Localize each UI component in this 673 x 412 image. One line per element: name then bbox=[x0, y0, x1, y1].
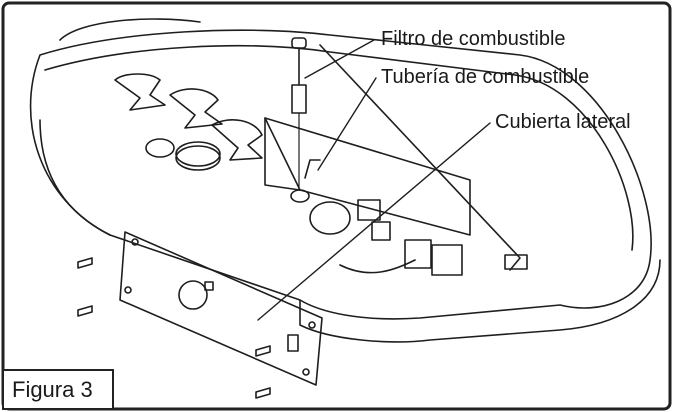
panel-screw-hole-3 bbox=[308, 321, 316, 329]
screw-icon-4 bbox=[255, 387, 271, 399]
motor bbox=[309, 201, 351, 235]
figure-caption: Figura 3 bbox=[12, 377, 93, 402]
fuel-cap-top bbox=[175, 141, 221, 167]
fuel-gauge bbox=[145, 138, 175, 158]
component-block-2 bbox=[371, 221, 391, 241]
screw-icon-1 bbox=[77, 257, 93, 269]
vent-shape-3 bbox=[211, 119, 263, 161]
panel-screw-hole-1 bbox=[131, 238, 139, 246]
vent-shape-2 bbox=[169, 88, 223, 129]
panel-screw-hole-2 bbox=[124, 286, 132, 294]
side-cover-panel bbox=[119, 231, 323, 386]
component-block-1 bbox=[357, 199, 381, 221]
wire-harness bbox=[339, 259, 416, 274]
label-fuel-line: Tubería de combustible bbox=[381, 66, 589, 88]
plug bbox=[504, 254, 528, 270]
screw-icon-2 bbox=[77, 305, 93, 317]
component-block-4 bbox=[431, 244, 463, 276]
compartment-wall bbox=[264, 117, 301, 191]
heater-top-edge bbox=[44, 44, 634, 251]
vent-shape-1 bbox=[114, 73, 166, 111]
panel-hole bbox=[178, 280, 208, 310]
label-fuel-filter: Filtro de combustible bbox=[381, 28, 566, 50]
fuel-cap bbox=[175, 145, 221, 171]
panel-screw-hole-4 bbox=[302, 368, 310, 376]
heater-base bbox=[299, 259, 661, 343]
power-cord bbox=[319, 44, 521, 271]
compartment-opening bbox=[264, 117, 471, 236]
screw-icon-3 bbox=[255, 345, 271, 357]
leader-fuel-line bbox=[317, 77, 377, 171]
fuel-line bbox=[304, 159, 321, 179]
leader-fuel-filter bbox=[304, 39, 375, 79]
heater-rear-edge bbox=[59, 18, 201, 41]
panel-switch bbox=[287, 334, 299, 352]
component-block-3 bbox=[404, 239, 432, 269]
heater-front-curve bbox=[39, 119, 111, 236]
label-side-cover: Cubierta lateral bbox=[495, 111, 631, 133]
caption-box bbox=[2, 369, 114, 410]
panel-indicator bbox=[204, 281, 214, 291]
leader-side-cover bbox=[257, 122, 491, 321]
fuel-inlet-hole bbox=[290, 189, 310, 203]
